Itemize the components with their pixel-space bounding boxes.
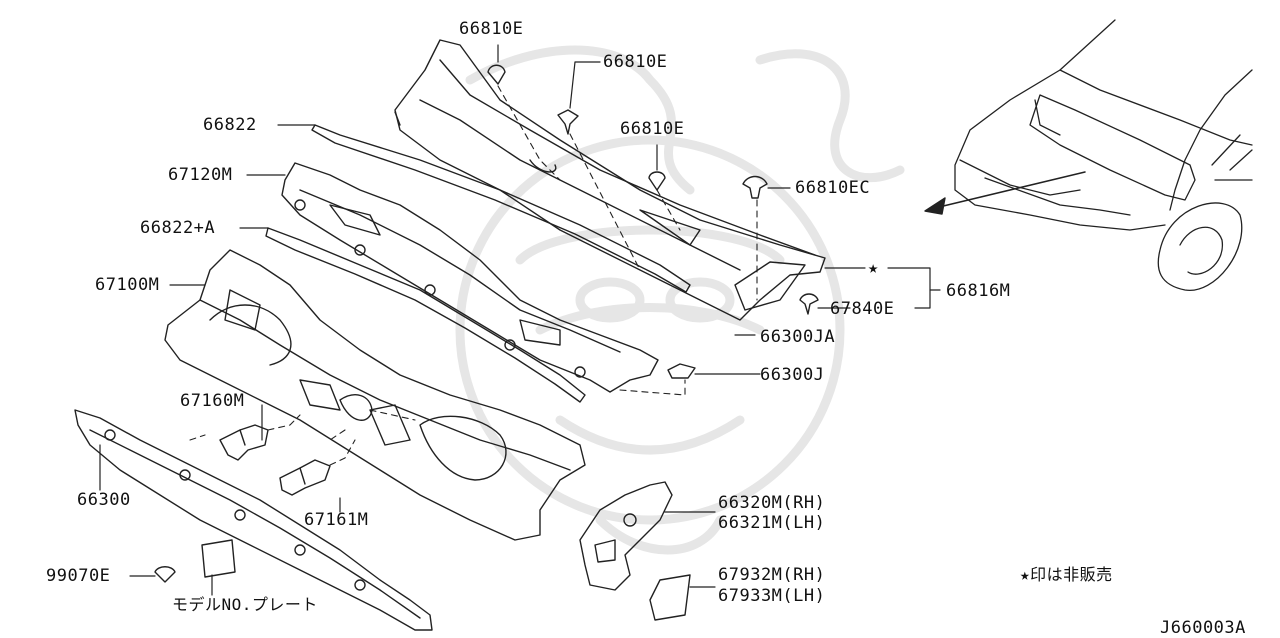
seal-strip-66822 (311, 124, 691, 293)
clip-66810E-a (487, 64, 506, 85)
label-67160M: 67160M (180, 391, 245, 411)
clip-67840E (799, 293, 819, 315)
label-66810E-low: 66810E (620, 119, 685, 139)
label-66816M: 66816M (946, 281, 1011, 301)
label-66300: 66300 (77, 490, 131, 510)
label-66300J: 66300J (760, 365, 825, 385)
bracket-67161M (279, 459, 331, 496)
cowl-lower-member (74, 409, 433, 631)
label-66320M: 66320M(RH) (718, 493, 826, 513)
label-67840E: 67840E (830, 299, 895, 319)
label-66810E-top: 66810E (459, 19, 524, 39)
bracket-67160M (219, 424, 269, 461)
seal-strip-66822A (265, 227, 586, 403)
clip-66810EC (742, 175, 768, 199)
label-model-plate: モデルNO.プレート (172, 595, 318, 614)
label-66822: 66822 (203, 115, 257, 135)
label-66810E-mid: 66810E (603, 52, 668, 72)
cowl-front-panel (281, 162, 659, 393)
legend-not-for-sale: ★印は非販売 (1020, 565, 1113, 584)
clip-66810E-c (648, 171, 666, 191)
car-front-view (954, 19, 1253, 291)
clip-66810E-b (557, 109, 579, 135)
label-66822A: 66822+A (140, 218, 216, 238)
star-mark: ★ (868, 258, 879, 278)
label-67933M: 67933M(LH) (718, 586, 826, 606)
label-67120M: 67120M (168, 165, 233, 185)
diagram-code: J660003A (1160, 618, 1246, 638)
label-67161M: 67161M (304, 510, 369, 530)
dash-lower-panel (164, 249, 586, 541)
grommet-66300J (667, 363, 696, 379)
watermark-emblem (455, 45, 905, 555)
label-99070E: 99070E (46, 566, 111, 586)
clip-99070E (154, 566, 176, 583)
label-66321M: 66321M(LH) (718, 513, 826, 533)
model-plate (201, 539, 236, 578)
label-67100M: 67100M (95, 275, 160, 295)
label-66300JA: 66300JA (760, 327, 836, 347)
side-bracket-66320M (579, 481, 673, 591)
label-66810EC: 66810EC (795, 178, 871, 198)
label-67932M: 67932M(RH) (718, 565, 826, 585)
seal-67932M (649, 574, 691, 621)
